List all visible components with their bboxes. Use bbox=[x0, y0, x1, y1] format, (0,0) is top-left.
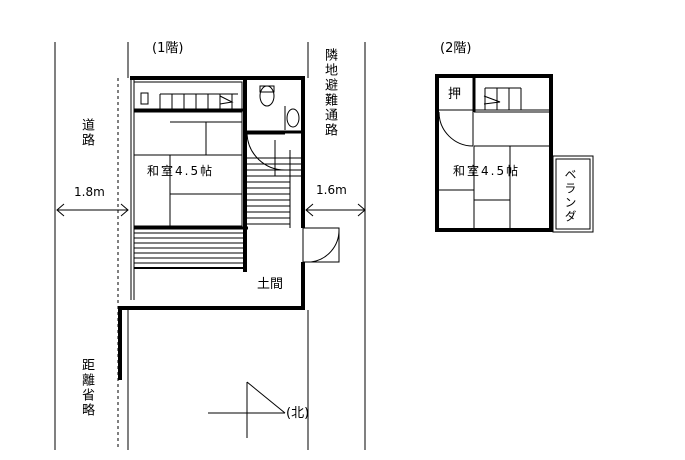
dim-1-8m-arrow-right bbox=[120, 203, 129, 217]
floor1-room-label: 和室4.5帖 bbox=[147, 164, 215, 178]
floor2-closet-label: 押 bbox=[448, 87, 462, 102]
floor1-title: (1階) bbox=[152, 41, 184, 56]
floor2-plan bbox=[435, 74, 594, 233]
road-right-width: 1.6m bbox=[316, 183, 347, 197]
dim-1-6m-arrow-right bbox=[357, 203, 366, 217]
dim-1-6m-arrow-left bbox=[305, 203, 314, 217]
floor2-room-label: 和室4.5帖 bbox=[453, 164, 521, 178]
road-right-label: 隣地避難通路 bbox=[322, 48, 337, 138]
floor2-veranda-label: ベランダ bbox=[563, 168, 577, 224]
road-left-label: 道路 bbox=[79, 118, 94, 148]
dim-1-8m-arrow-left bbox=[56, 203, 65, 217]
road-left-width: 1.8m bbox=[74, 185, 105, 199]
north-label: (北) bbox=[286, 406, 310, 421]
north-symbol bbox=[208, 381, 286, 438]
floor1-plan bbox=[118, 76, 340, 380]
distance-omitted-label: 距離省略 bbox=[79, 358, 94, 418]
floor1-entrance-label: 土間 bbox=[257, 277, 284, 292]
floor2-title: (2階) bbox=[440, 41, 472, 56]
